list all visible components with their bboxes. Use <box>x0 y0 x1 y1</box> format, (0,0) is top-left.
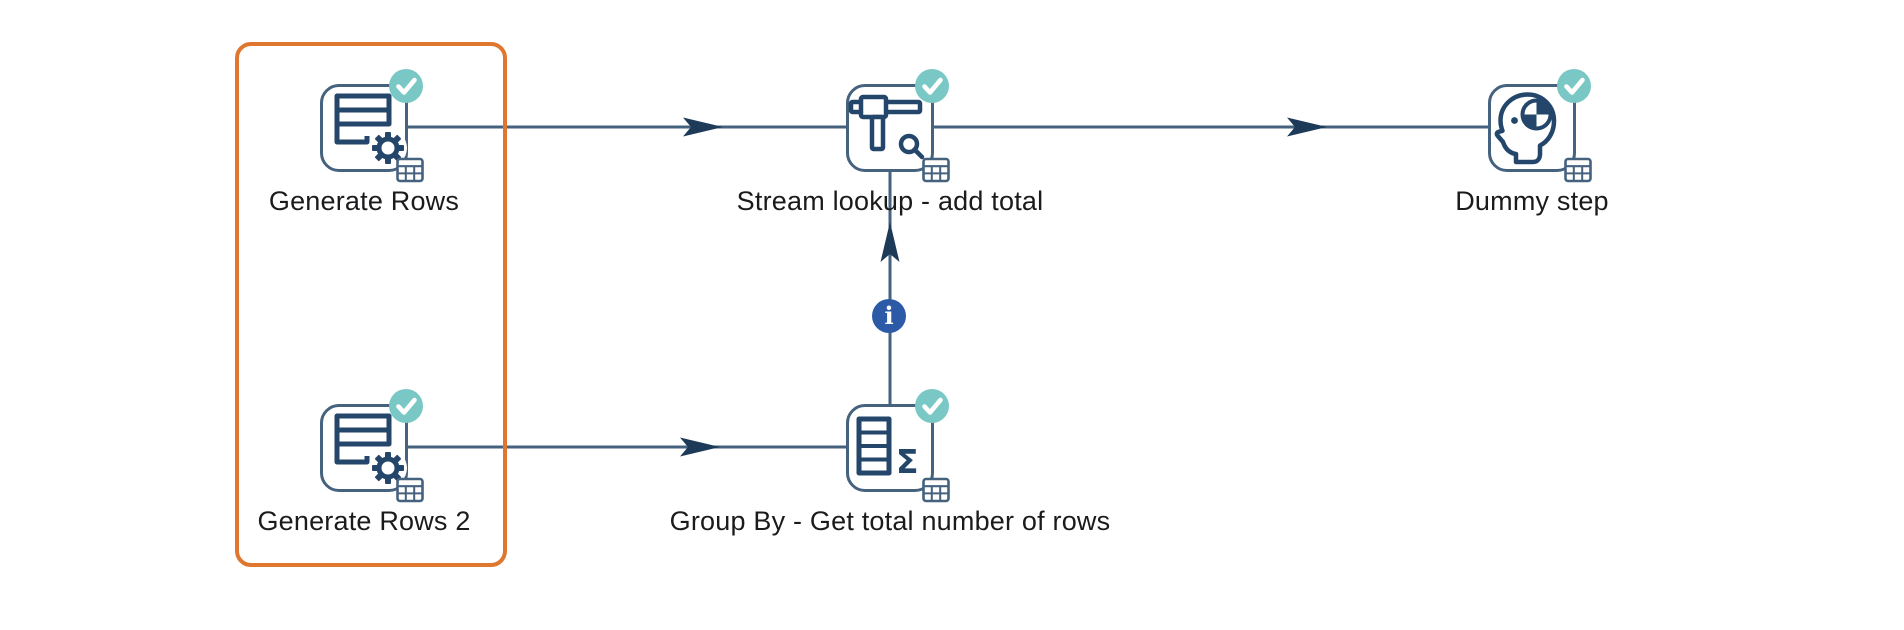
success-check-icon <box>389 69 423 103</box>
step-label[interactable]: Group By - Get total number of rows <box>669 506 1111 536</box>
step-label[interactable]: Generate Rows 2 <box>257 506 471 536</box>
generate-rows-icon <box>334 93 407 167</box>
success-check-icon <box>1557 69 1591 103</box>
data-grid-icon[interactable] <box>922 156 950 184</box>
step-label[interactable]: Dummy step <box>1455 186 1609 216</box>
info-glyph: i <box>884 301 894 330</box>
arrowhead-icon <box>683 117 723 137</box>
success-check-icon <box>389 389 423 423</box>
step-label[interactable]: Stream lookup - add total <box>736 186 1044 216</box>
group-by-icon: Σ <box>856 416 919 481</box>
step-group-by[interactable]: Σ Group By - Get total number of rows <box>670 389 1110 536</box>
step-stream-lookup[interactable]: Stream lookup - add total <box>737 69 1043 216</box>
step-generate-rows[interactable]: Generate Rows <box>269 69 459 216</box>
selection-highlight <box>235 42 507 567</box>
generate-rows-icon <box>334 413 407 487</box>
hop-group-by-to-stream-lookup-info[interactable] <box>880 172 900 404</box>
step-label[interactable]: Generate Rows <box>268 186 460 216</box>
data-grid-icon[interactable] <box>396 476 424 504</box>
dummy-step-icon <box>1494 92 1557 165</box>
info-hop-icon[interactable]: i <box>872 299 906 333</box>
success-check-icon <box>915 69 949 103</box>
data-grid-icon[interactable] <box>1564 156 1592 184</box>
hop-generate-rows-to-stream-lookup[interactable] <box>408 117 846 137</box>
step-dummy-step[interactable]: Dummy step <box>1455 69 1609 216</box>
data-grid-icon[interactable] <box>396 156 424 184</box>
success-check-icon <box>915 389 949 423</box>
data-grid-icon[interactable] <box>922 476 950 504</box>
arrowhead-icon <box>880 222 900 262</box>
arrowhead-icon <box>680 437 720 457</box>
stream-lookup-icon <box>848 94 925 160</box>
hop-generate-rows-2-to-group-by[interactable] <box>408 437 846 457</box>
arrowhead-icon <box>1287 117 1327 137</box>
svg-text:Σ: Σ <box>896 442 919 481</box>
step-generate-rows-2[interactable]: Generate Rows 2 <box>257 389 470 536</box>
hop-stream-lookup-to-dummy-step[interactable] <box>934 117 1488 137</box>
